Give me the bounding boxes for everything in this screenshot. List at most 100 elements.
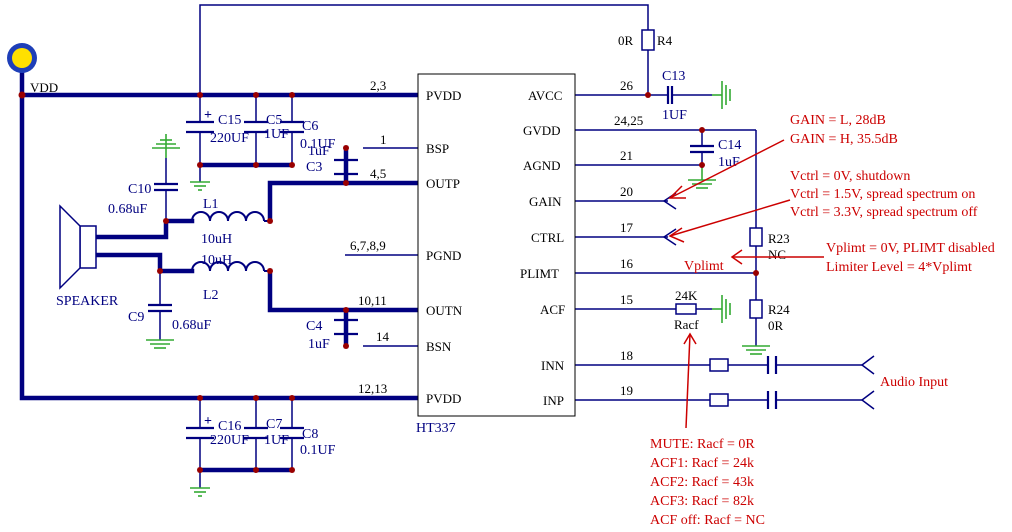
pin-name: PGND: [426, 248, 461, 263]
inp-resistor: [709, 393, 729, 407]
pin-num: 15: [620, 292, 633, 307]
ground-icon: [146, 339, 174, 349]
speaker-icon: [59, 204, 97, 290]
pin-num: 26: [620, 78, 634, 93]
pin-num: 2,3: [370, 78, 386, 93]
pin-num: 6,7,8,9: [350, 238, 386, 253]
pin-name: OUTP: [426, 176, 460, 191]
l2-ref: L2: [203, 288, 219, 303]
inn-resistor: [709, 358, 729, 372]
c15-plus: +: [204, 108, 212, 123]
acf-note: MUTE: Racf = 0R ACF1: Racf = 24k ACF2: R…: [650, 437, 765, 528]
resistors: [641, 29, 763, 407]
pin-name: GAIN: [529, 194, 562, 209]
l1-ref: L1: [203, 197, 219, 212]
r23-body: [749, 227, 763, 247]
r24-value: 0R: [768, 318, 784, 333]
c4-ref: C4: [306, 319, 322, 334]
c5-ref: C5: [266, 113, 282, 128]
pin-name: AVCC: [528, 88, 562, 103]
pin-num: 20: [620, 184, 633, 199]
c14-ref: C14: [718, 138, 741, 153]
pin-num: 24,25: [614, 113, 643, 128]
svg-text:ACF off: Racf = NC: ACF off: Racf = NC: [650, 513, 765, 528]
capacitors: [148, 86, 778, 440]
vdd-symbol: [7, 43, 37, 95]
r23-ref: R23: [768, 231, 790, 246]
c4-value: 1uF: [308, 337, 330, 352]
annotation-arrows: [668, 139, 824, 429]
pin-name: AGND: [523, 158, 561, 173]
svg-text:Vctrl = 3.3V, spread spectrum: Vctrl = 3.3V, spread spectrum off: [790, 205, 978, 220]
speaker-label: SPEAKER: [56, 294, 119, 309]
c8-ref: C8: [302, 427, 318, 442]
thin-wires: [159, 4, 862, 488]
c13-ref: C13: [662, 69, 685, 84]
l2-value: 10uH: [201, 253, 232, 268]
r4-value: 0R: [618, 33, 634, 48]
pin-name: INP: [543, 393, 564, 408]
ground-icon: [190, 487, 210, 497]
svg-text:Vctrl = 1.5V, spread spectrum: Vctrl = 1.5V, spread spectrum on: [790, 187, 975, 202]
vplimt-label: Vplimt: [684, 259, 724, 274]
r4-body: [641, 29, 655, 51]
pin-num: 19: [620, 383, 633, 398]
racf-body: [675, 303, 697, 315]
pin-name: PVDD: [426, 88, 461, 103]
l1-value: 10uH: [201, 232, 232, 247]
c9-value: 0.68uF: [172, 318, 212, 333]
ic-body: [417, 73, 576, 417]
c6-value: 0.1UF: [300, 137, 336, 152]
pin-name: CTRL: [531, 230, 564, 245]
plimt-note: Vplimt = 0V, PLIMT disabled Limiter Leve…: [826, 241, 995, 275]
ground-icon: [190, 181, 210, 191]
c3-value: 1uF: [308, 144, 330, 159]
pin-name: INN: [541, 358, 565, 373]
pin-num: 10,11: [358, 293, 387, 308]
racf-ref: Racf: [674, 317, 699, 332]
svg-text:Limiter Level = 4*Vplimt: Limiter Level = 4*Vplimt: [826, 260, 972, 275]
c7-ref: C7: [266, 417, 282, 432]
svg-text:GAIN = L, 28dB: GAIN = L, 28dB: [790, 113, 886, 128]
c6-ref: C6: [302, 119, 318, 134]
ground-icon: [712, 81, 731, 109]
pin-num: 18: [620, 348, 633, 363]
l2-coil: [191, 261, 265, 272]
c5-value: 1UF: [264, 127, 289, 142]
ic-name: HT337: [416, 421, 456, 436]
c10-ref: C10: [128, 182, 151, 197]
gain-note: GAIN = L, 28dB GAIN = H, 35.5dB: [790, 113, 898, 147]
c8-value: 0.1UF: [300, 443, 336, 458]
pin-name: BSN: [426, 339, 452, 354]
pin-num: 1: [380, 132, 387, 147]
svg-text:Vplimt = 0V, PLIMT disabled: Vplimt = 0V, PLIMT disabled: [826, 241, 995, 256]
vdd-label: VDD: [30, 80, 58, 95]
pin-name: ACF: [540, 302, 565, 317]
ground-icon: [712, 295, 731, 323]
pin-name: OUTN: [426, 303, 463, 318]
svg-text:ACF1: Racf = 24k: ACF1: Racf = 24k: [650, 456, 754, 471]
svg-text:Vctrl = 0V, shutdown: Vctrl = 0V, shutdown: [790, 169, 910, 184]
svg-text:ACF2: Racf = 43k: ACF2: Racf = 43k: [650, 475, 754, 490]
pin-num: 21: [620, 148, 633, 163]
ground-icon: [688, 168, 716, 189]
pin-num: 16: [620, 256, 634, 271]
junction-dots: [18, 91, 759, 473]
pin-num: 14: [376, 329, 390, 344]
r4-ref: R4: [657, 33, 673, 48]
r24-ref: R24: [768, 302, 790, 317]
c7-value: 1UF: [264, 433, 289, 448]
ground-icon: [152, 134, 180, 158]
pin-num: 17: [620, 220, 634, 235]
svg-text:GAIN = H, 35.5dB: GAIN = H, 35.5dB: [790, 132, 898, 147]
ground-symbols: [146, 81, 770, 497]
c16-plus: +: [204, 414, 212, 429]
c16-value: 220UF: [210, 433, 249, 448]
c16-ref: C16: [218, 419, 241, 434]
c10-value: 0.68uF: [108, 202, 148, 217]
pin-name: BSP: [426, 141, 449, 156]
ctrl-note: Vctrl = 0V, shutdown Vctrl = 1.5V, sprea…: [790, 169, 978, 220]
ground-icon: [742, 345, 770, 355]
c14-value: 1uF: [718, 155, 740, 170]
